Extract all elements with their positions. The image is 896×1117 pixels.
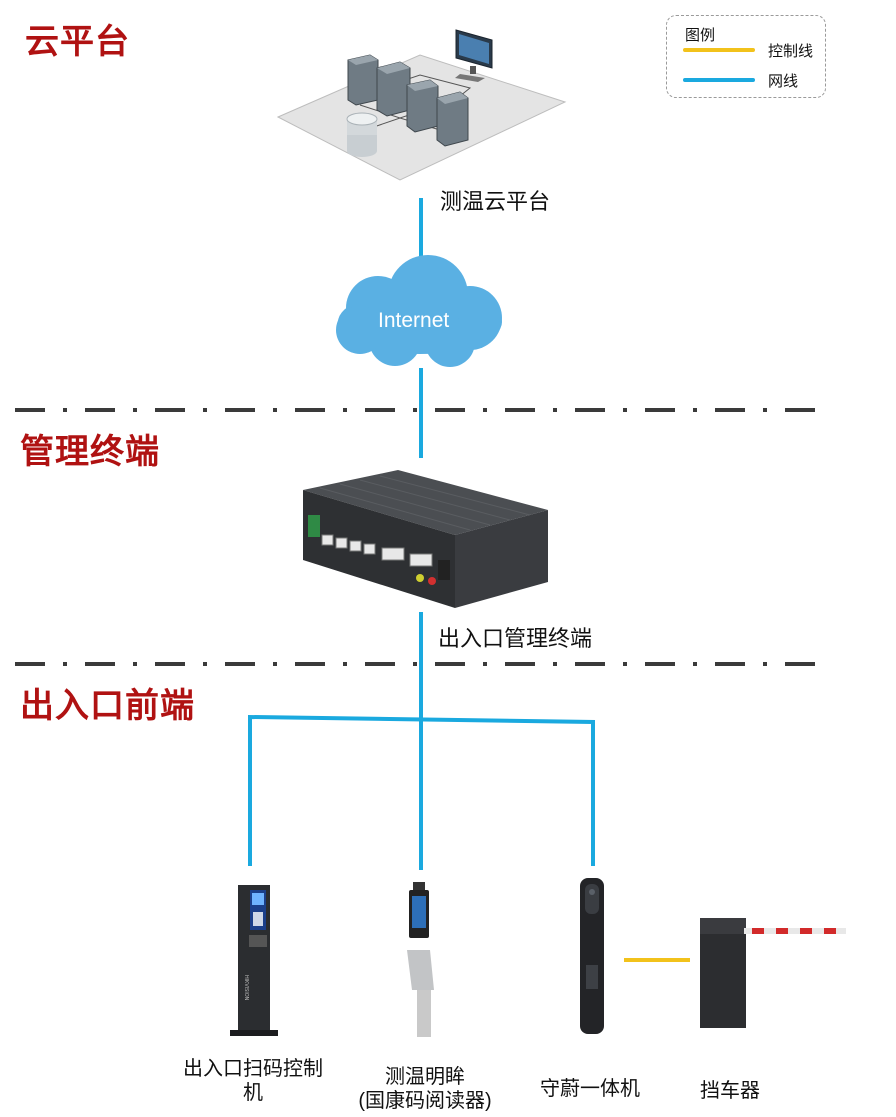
internet-label: Internet xyxy=(378,309,450,332)
guard-unit-label: 守蔚一体机 xyxy=(540,1078,640,1100)
scan-controller-device: HIKVISION xyxy=(230,885,278,1036)
terminal-label: 出入口管理终端 xyxy=(438,626,593,651)
legend-network-line-label: 网线 xyxy=(768,73,799,90)
legend-control-line-swatch xyxy=(683,48,755,52)
temp-reader-label-line1: 测温明眸 xyxy=(385,1066,465,1088)
legend: 图例 控制线 网线 xyxy=(666,15,826,98)
temp-reader-label-line2: (国康码阅读器) xyxy=(358,1090,492,1112)
section-title-manage: 管理终端 xyxy=(20,433,160,471)
section-title-front: 出入口前端 xyxy=(20,687,195,725)
server-room-icon xyxy=(276,29,567,181)
cloud-platform-label: 测温云平台 xyxy=(440,189,551,214)
link-front-branches xyxy=(248,714,595,866)
scan-controller-label-line2: 机 xyxy=(243,1082,263,1104)
section-title-cloud: 云平台 xyxy=(25,23,130,61)
internet-cloud-icon xyxy=(336,255,502,367)
legend-control-line-label: 控制线 xyxy=(768,43,814,60)
barrier-label: 挡车器 xyxy=(700,1080,760,1102)
temperature-reader-device xyxy=(407,882,434,1037)
legend-title: 图例 xyxy=(685,27,716,44)
management-terminal-device xyxy=(303,470,548,608)
guard-unit-device xyxy=(580,878,604,1034)
barrier-gate-device xyxy=(700,918,846,1028)
scan-controller-label-line1: 出入口扫码控制 xyxy=(183,1058,323,1080)
brand-mark: HIKVISION xyxy=(243,975,249,1001)
legend-network-line-swatch xyxy=(683,78,755,82)
